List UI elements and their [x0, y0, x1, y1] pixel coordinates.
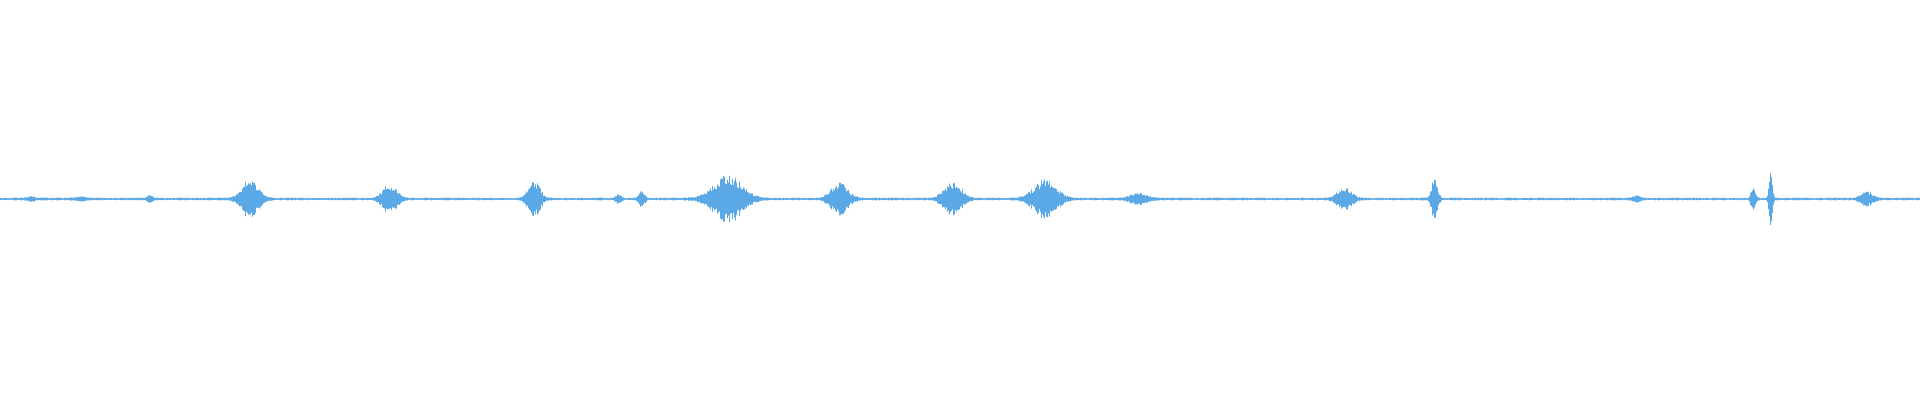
- waveform-signal: [0, 173, 1920, 225]
- waveform-bars: [0, 173, 1920, 225]
